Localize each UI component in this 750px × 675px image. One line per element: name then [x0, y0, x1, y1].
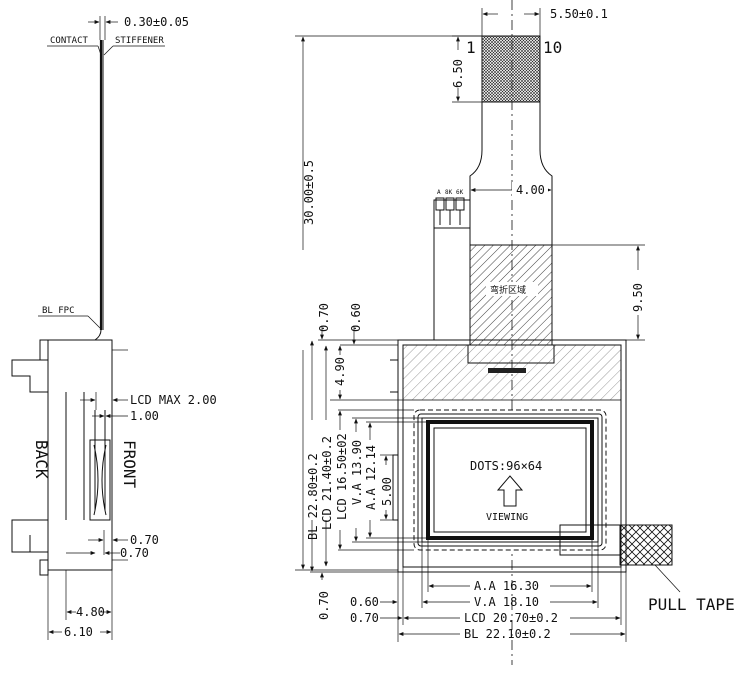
pad-label-8k: 8K	[445, 189, 453, 196]
dim-4-80: 4.80	[76, 605, 105, 619]
pull-tape-label: PULL TAPE	[648, 595, 735, 614]
bend-zone-dim: 9.50	[631, 283, 645, 312]
contact-label: CONTACT	[50, 36, 89, 46]
back-label: BACK	[32, 440, 51, 479]
dim-1-00: 1.00	[130, 409, 159, 423]
pin-last: 10	[543, 38, 562, 57]
bl-fpc-label: BL FPC	[42, 306, 75, 316]
fpc-width-dim: 5.50±0.1	[550, 7, 608, 21]
pad-label-6k: 6K	[456, 189, 464, 196]
pad-label-a: A	[437, 189, 441, 196]
pin-first: 1	[466, 38, 476, 57]
stiffener-label: STIFFENER	[115, 36, 164, 46]
lcd-height-dim: LCD 21.40±0.2	[320, 436, 334, 530]
dim-0-60-top: 0.60	[349, 303, 363, 332]
va-width-dim: V.A 18.10	[474, 595, 539, 609]
aa-width-dim: A.A 16.30	[474, 579, 539, 593]
dim-0-70-left: 0.70	[317, 591, 331, 620]
dim-0-60-bottom: 0.60	[350, 595, 379, 609]
dim-5-00: 5.00	[380, 477, 394, 506]
front-view: 1 10 5.50±0.1 6.50 4.00 A 8K 6K	[295, 0, 735, 665]
viewing-arrow-icon	[496, 475, 524, 507]
total-height-dim: 30.00±0.5	[302, 160, 316, 225]
lcd-inner-height-dim: LCD 16.50±02	[335, 433, 349, 520]
dim-0-70-a: 0.70	[130, 533, 159, 547]
contact-len-dim: 6.50	[451, 59, 465, 88]
aa-height-dim: A.A 12.14	[364, 445, 378, 510]
dim-6-10: 6.10	[64, 625, 93, 639]
fpc-neck-dim: 4.00	[516, 183, 545, 197]
dots-label: DOTS:96×64	[470, 459, 542, 473]
bl-width-dim: BL 22.10±0.2	[464, 627, 551, 641]
pad-group: A 8K 6K	[435, 189, 465, 225]
dim-0-70-top: 0.70	[317, 303, 331, 332]
viewing-label: VIEWING	[486, 512, 528, 523]
dim-4-90: 4.90	[333, 357, 347, 386]
side-view: 0.30±0.05 CONTACT STIFFENER BL FPC	[11, 15, 217, 640]
va-height-dim: V.A 13.90	[350, 440, 364, 505]
bl-height-dim: BL 22.80±0.2	[306, 453, 320, 540]
lcd-max-dim: LCD MAX 2.00	[130, 393, 217, 407]
bend-zone-label: 弯折区域	[490, 284, 526, 296]
dim-0-70-bottom: 0.70	[350, 611, 379, 625]
front-label: FRONT	[120, 440, 139, 489]
lcd-width-dim: LCD 20.70±0.2	[464, 611, 558, 625]
thickness-dim: 0.30±0.05	[124, 15, 189, 29]
dim-0-70-b: 0.70	[120, 546, 149, 560]
